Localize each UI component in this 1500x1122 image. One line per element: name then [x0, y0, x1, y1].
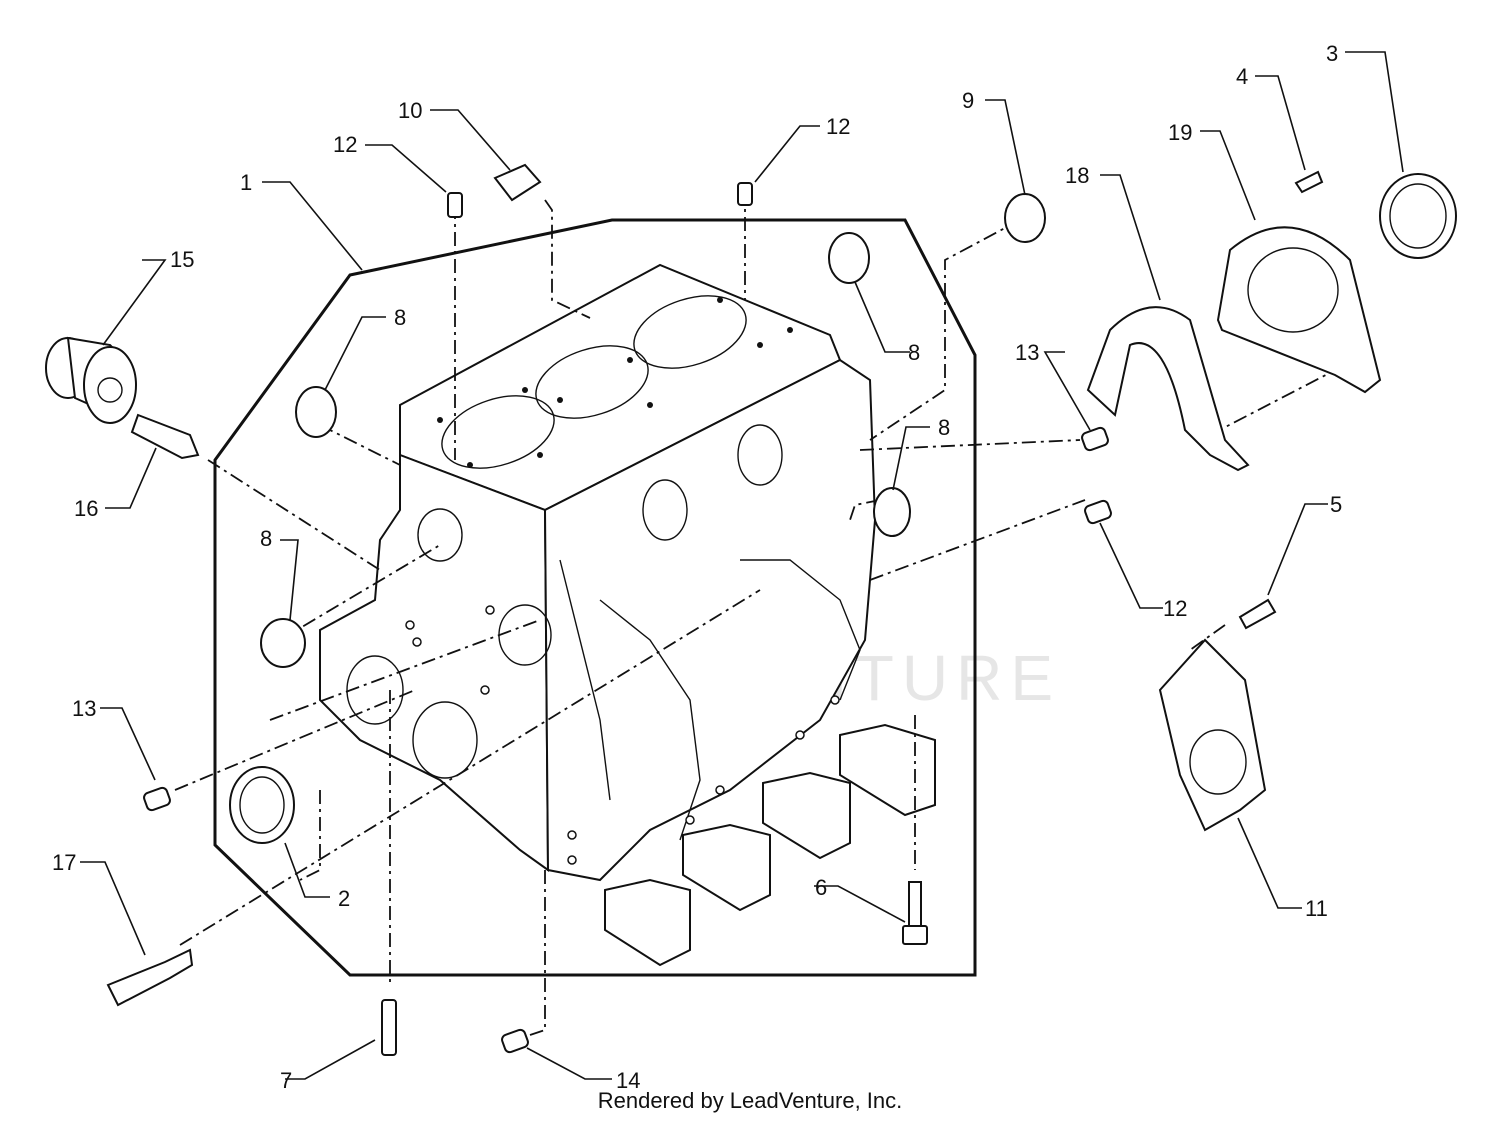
callout-11: 11 [1305, 896, 1328, 921]
callout-6: 6 [815, 875, 827, 900]
bearing-caps [604, 723, 936, 967]
oil-seal-case [1216, 226, 1382, 394]
expansion-plug-right-top [828, 232, 870, 284]
callout-12-top: 12 [826, 114, 850, 139]
cap-plug [1004, 193, 1046, 243]
callout-8-upper-right: 8 [908, 340, 920, 365]
side-cover-plate [1158, 638, 1267, 832]
case-bolt [1294, 170, 1324, 194]
callout-8-right: 8 [938, 415, 950, 440]
callout-1: 1 [240, 170, 252, 195]
callout-12-left: 12 [333, 132, 357, 157]
callout-13-left: 13 [72, 696, 96, 721]
callout-19: 19 [1168, 120, 1192, 145]
front-oil-seal [229, 766, 295, 844]
bushing-bottom [501, 1028, 529, 1054]
callout-2: 2 [338, 886, 350, 911]
filter-nipple [130, 413, 200, 460]
bushing-right [1081, 426, 1109, 452]
expansion-plug-right [873, 487, 911, 537]
plug [493, 163, 542, 202]
rear-plate-gasket [1086, 306, 1250, 472]
cover-bolt [1238, 598, 1277, 630]
oil-pressure-switch [106, 948, 194, 1007]
callout-17: 17 [52, 850, 76, 875]
callout-18: 18 [1065, 163, 1089, 188]
bearing-cap-bolt [902, 881, 928, 945]
dowel-pin-right [1084, 499, 1112, 525]
callout-5: 5 [1330, 492, 1342, 517]
assembly-frame [213, 218, 977, 977]
assembly-lines [174, 190, 1346, 1036]
leader-lines [80, 51, 1404, 1080]
bushing-left [143, 786, 171, 812]
expansion-plug-left-top [295, 386, 337, 438]
callout-labels: 1 10 12 12 15 16 8 8 13 17 2 7 14 6 8 8 … [52, 41, 1342, 1093]
callout-10: 10 [398, 98, 422, 123]
callout-3: 3 [1326, 41, 1338, 66]
callout-8-left: 8 [260, 526, 272, 551]
render-credit: Rendered by LeadVenture, Inc. [597, 1088, 903, 1113]
callout-15: 15 [170, 247, 194, 272]
callout-4: 4 [1236, 64, 1248, 89]
callout-9: 9 [962, 88, 974, 113]
callout-8-upper-left: 8 [394, 305, 406, 330]
dowel-pin-top-center [737, 182, 753, 206]
stud [381, 999, 397, 1056]
callout-12-right: 12 [1163, 596, 1187, 621]
callout-13-right: 13 [1015, 340, 1039, 365]
dowel-pin-top-left [447, 192, 463, 218]
callout-7: 7 [280, 1068, 292, 1093]
rear-oil-seal [1379, 173, 1457, 259]
expansion-plug-left [260, 618, 306, 668]
oil-filter [45, 336, 137, 424]
callout-14: 14 [616, 1068, 640, 1093]
callout-16: 16 [74, 496, 98, 521]
